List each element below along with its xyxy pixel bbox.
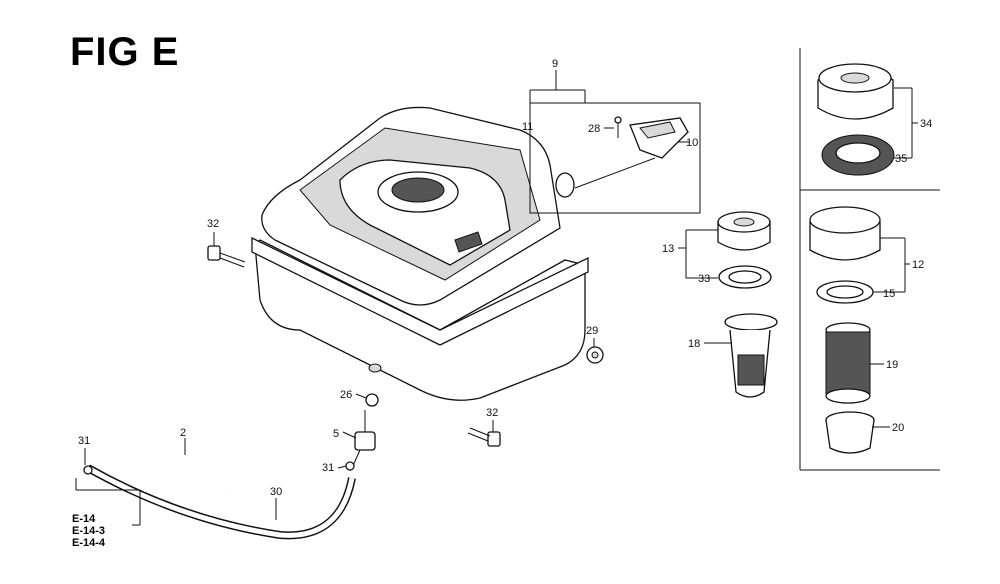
filter-cup-icon [825, 411, 875, 454]
fuel-filter-icon [825, 322, 871, 404]
gasket-icon [821, 134, 895, 176]
reference-item: E-14 [72, 513, 96, 525]
callout-label: 15 [883, 288, 895, 300]
callout-label: 35 [895, 153, 907, 165]
gasket-icon [718, 265, 772, 289]
bolt-icon [207, 245, 246, 268]
callout-label: 31 [78, 435, 90, 447]
reference-item: E-14-3 [72, 525, 106, 537]
leader-lines [75, 70, 918, 526]
gasket-icon [816, 280, 874, 304]
right-panel-frame [799, 48, 940, 471]
fuel-hose-icon [86, 464, 356, 540]
callout-label: 33 [698, 273, 710, 285]
nut-icon [586, 346, 604, 364]
callout-label: 12 [912, 259, 924, 271]
callout-label: 31 [322, 462, 334, 474]
callout-label: 32 [207, 218, 219, 230]
callout-label: 10 [686, 137, 698, 149]
reference-item: E-14-4 [72, 537, 106, 549]
callout-label: 11 [522, 121, 533, 133]
fuel-gauge-icon [529, 102, 701, 214]
fuel-tank-icon [251, 106, 589, 401]
callout-label: 18 [688, 338, 700, 350]
bolt-icon [467, 427, 501, 447]
callout-label: 2 [180, 427, 186, 439]
figure-title: FIG E [70, 30, 180, 74]
callout-label: 26 [340, 389, 352, 401]
tank-cap-icon [809, 206, 881, 261]
callout-label: 9 [552, 58, 558, 70]
reference-list: E-14 E-14-3 E-14-4 [72, 513, 105, 549]
callout-label: 5 [333, 428, 339, 440]
fuel-cock-icon [351, 393, 379, 469]
tank-cap-icon [817, 63, 894, 120]
callout-label: 34 [920, 118, 932, 130]
fuel-strainer-icon [724, 313, 778, 398]
callout-label: 13 [662, 243, 674, 255]
fuel-hose-icon [127, 448, 230, 498]
callout-label: 32 [486, 407, 498, 419]
hose-clip-icon [83, 461, 355, 475]
callout-label: 28 [588, 123, 600, 135]
callout-label: 19 [886, 359, 898, 371]
callout-label: 29 [586, 325, 598, 337]
callout-label: 30 [270, 486, 282, 498]
tank-cap-icon [717, 211, 771, 251]
callout-label: 20 [892, 422, 904, 434]
